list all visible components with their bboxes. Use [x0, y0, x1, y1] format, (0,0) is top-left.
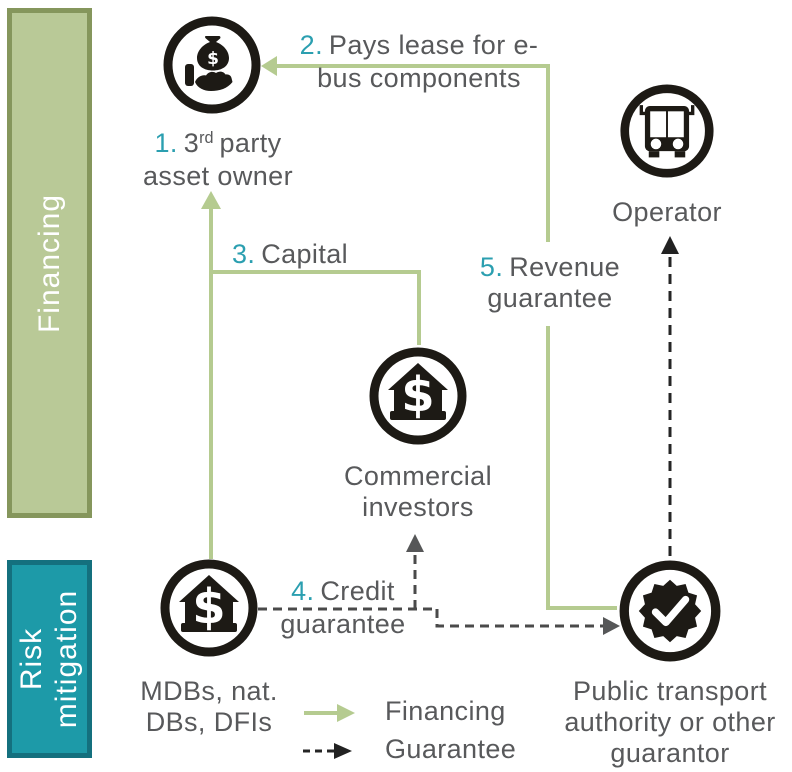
money-bag-hand-glyph	[185, 36, 233, 91]
asset-owner-node: $	[162, 15, 262, 115]
dollar-glyph: $	[207, 49, 219, 69]
bus-light-left	[650, 138, 662, 150]
dollar-glyph: $	[401, 367, 434, 423]
operator-node	[619, 83, 715, 179]
dollar-glyph: $	[192, 579, 225, 635]
authority-node	[618, 559, 722, 663]
guarantee-arrowhead-authority	[603, 617, 620, 635]
bank-dollar-icon: $	[160, 559, 258, 657]
node-label-authority: Public transport authority or other guar…	[564, 676, 776, 768]
node-label-operator: Operator	[612, 197, 722, 227]
flow-label-revenue: 5.Revenue guarantee	[479, 252, 621, 313]
mdbs-node: $	[159, 558, 259, 658]
guarantee-arrowhead-investors	[406, 534, 424, 552]
flow-number: 1.	[154, 127, 178, 158]
badge-check-icon	[619, 560, 721, 662]
bus-window-left	[650, 111, 667, 138]
risk-mitigation-band-label: Risk mitigation	[15, 589, 84, 729]
bus-icon	[620, 84, 714, 178]
badge-seal-glyph	[638, 579, 702, 643]
node-label-mdbs: MDBs, nat. DBs, DFIs	[140, 676, 278, 737]
guarantee-line-to-authority	[435, 609, 604, 628]
bank-glyph	[179, 575, 239, 632]
financing-arrowhead-lease	[261, 56, 277, 76]
bus-light-right	[672, 138, 684, 150]
bus-glyph	[639, 105, 695, 158]
financing-band-label: Financing	[33, 193, 67, 333]
legend-financing-arrowhead	[337, 704, 355, 722]
flow-number: 2.	[299, 30, 323, 60]
legend-guarantee-arrowhead	[334, 743, 352, 759]
legend-label-financing: Financing	[385, 696, 506, 726]
flow-label-credit: 4.Credit guarantee	[280, 576, 406, 639]
bank-dollar-icon: $	[369, 347, 467, 445]
financing-arrowhead-owner	[201, 191, 221, 209]
guarantee-arrowhead-operator	[661, 236, 679, 254]
bus-window-right	[667, 111, 684, 138]
bank-glyph	[388, 363, 448, 420]
financing-line-capital	[211, 270, 421, 345]
legend-label-guarantee: Guarantee	[385, 734, 517, 764]
flow-number: 5.	[479, 252, 504, 282]
commercial-investors-node: $	[368, 346, 468, 446]
checkmark-glyph	[651, 595, 690, 627]
financing-line-revenue	[546, 326, 617, 610]
flow-label-capital: 3.Capital	[231, 239, 349, 269]
node-label-commercial-investors: Commercial investors	[343, 461, 493, 522]
flow-number: 4.	[291, 576, 315, 606]
flow-number: 3.	[231, 239, 256, 269]
risk-mitigation-band: Risk mitigation	[7, 560, 92, 758]
money-bag-hand-icon: $	[163, 16, 261, 114]
flow-label-lease: 2.Pays lease for e- bus components	[299, 30, 539, 93]
financing-band: Financing	[7, 8, 92, 518]
financing-line-lease	[272, 64, 550, 242]
